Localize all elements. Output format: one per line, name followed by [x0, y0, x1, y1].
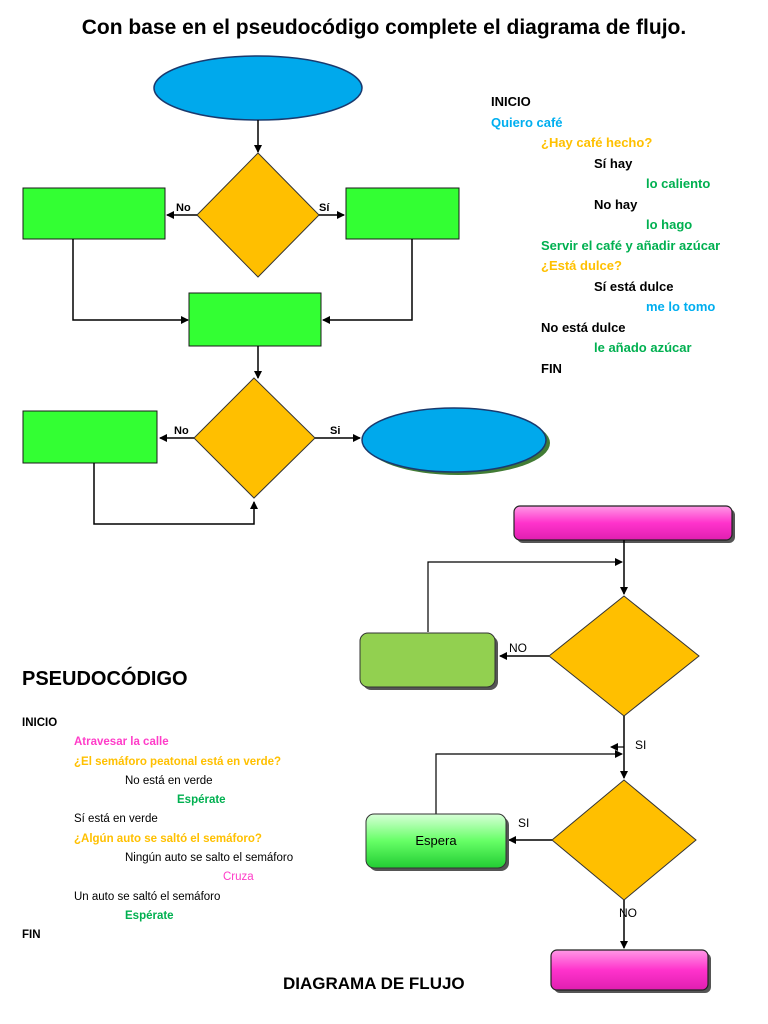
no-label: NO	[619, 906, 637, 920]
decision-diamond-coffee	[196, 152, 320, 278]
pseudocode-line: No está en verde	[125, 774, 213, 787]
pseudocode-line: Sí está en verde	[74, 813, 158, 826]
pseudocode-line: Ningún auto se salto el semáforo	[125, 852, 294, 865]
decision-diamond-car	[551, 779, 697, 901]
decision-diamond-light	[548, 595, 700, 717]
no-label: NO	[509, 641, 527, 655]
pseudocode-line: Cruza	[223, 871, 254, 884]
pseudocode-line: lo caliento	[646, 176, 711, 191]
no-label: No	[176, 202, 191, 214]
flow-arrow	[93, 463, 258, 525]
pseudocode-line: Sí está dulce	[594, 278, 674, 294]
pseudocode-line: Espérate	[125, 909, 174, 922]
process-box-serve	[188, 292, 322, 347]
pseudocode-line: FIN	[22, 929, 41, 942]
pseudocode-line: ¿Está dulce?	[541, 258, 622, 273]
flow-arrow	[72, 239, 189, 324]
flow-arrow	[427, 558, 623, 632]
pseudocode-line: lo hago	[646, 217, 693, 232]
no-label: No	[174, 425, 189, 437]
pseudocode-line: Un auto se saltó el semáforo	[74, 890, 221, 903]
process-box-right	[345, 187, 460, 240]
start-terminal	[513, 505, 733, 541]
pseudocode-line: ¿El semáforo peatonal está en verde?	[74, 755, 282, 768]
wait-box-label: Espera	[415, 833, 457, 848]
flow-arrow	[435, 750, 623, 814]
pseudocode-coffee: INICIO Quiero café ¿Hay café hecho? Sí hay l…	[491, 92, 720, 379]
start-ellipse	[153, 55, 363, 121]
pseudocode-line: le añado azúcar	[594, 340, 692, 355]
si-label: Sí	[319, 202, 330, 214]
decision-diamond-sweet	[193, 377, 316, 499]
si-label: SI	[518, 816, 529, 830]
pseudocode-line: Atravesar la calle	[74, 736, 169, 749]
pseudocode-line: INICIO	[22, 717, 58, 729]
pseudocode-line: No está dulce	[541, 319, 626, 335]
pseudocode-line: ¿Hay café hecho?	[541, 135, 653, 150]
flow-arrow	[322, 239, 413, 324]
si-label: SI	[635, 738, 646, 752]
end-terminal	[550, 949, 709, 991]
wait-box-2	[365, 813, 507, 869]
diagram-title: DIAGRAMA DE FLUJO	[283, 974, 465, 993]
pseudocode-line: FIN	[541, 360, 562, 376]
process-box-add-sugar	[22, 410, 158, 464]
pseudocode-title: PSEUDOCÓDIGO	[22, 668, 188, 690]
pseudocode-line: Quiero café	[491, 114, 563, 130]
pseudocode-line: ¿Algún auto se saltó el semáforo?	[74, 832, 262, 845]
pseudocode-street: INICIO Atravesar la calle ¿El semáforo pea…	[22, 714, 293, 946]
end-ellipse	[361, 407, 547, 473]
process-box-left	[22, 187, 166, 240]
pseudocode-line: Espérate	[177, 794, 226, 807]
wait-box	[359, 632, 496, 688]
pseudocode-line: Sí hay	[594, 155, 633, 171]
page-title: Con base en el pseudocódigo complete el …	[81, 16, 687, 39]
pseudocode-line: INICIO	[491, 94, 531, 109]
si-label: Si	[330, 425, 340, 437]
pseudocode-line: Servir el café y añadir azúcar	[541, 237, 721, 253]
pseudocode-line: me lo tomo	[646, 299, 716, 314]
pseudocode-line: No hay	[594, 196, 638, 212]
